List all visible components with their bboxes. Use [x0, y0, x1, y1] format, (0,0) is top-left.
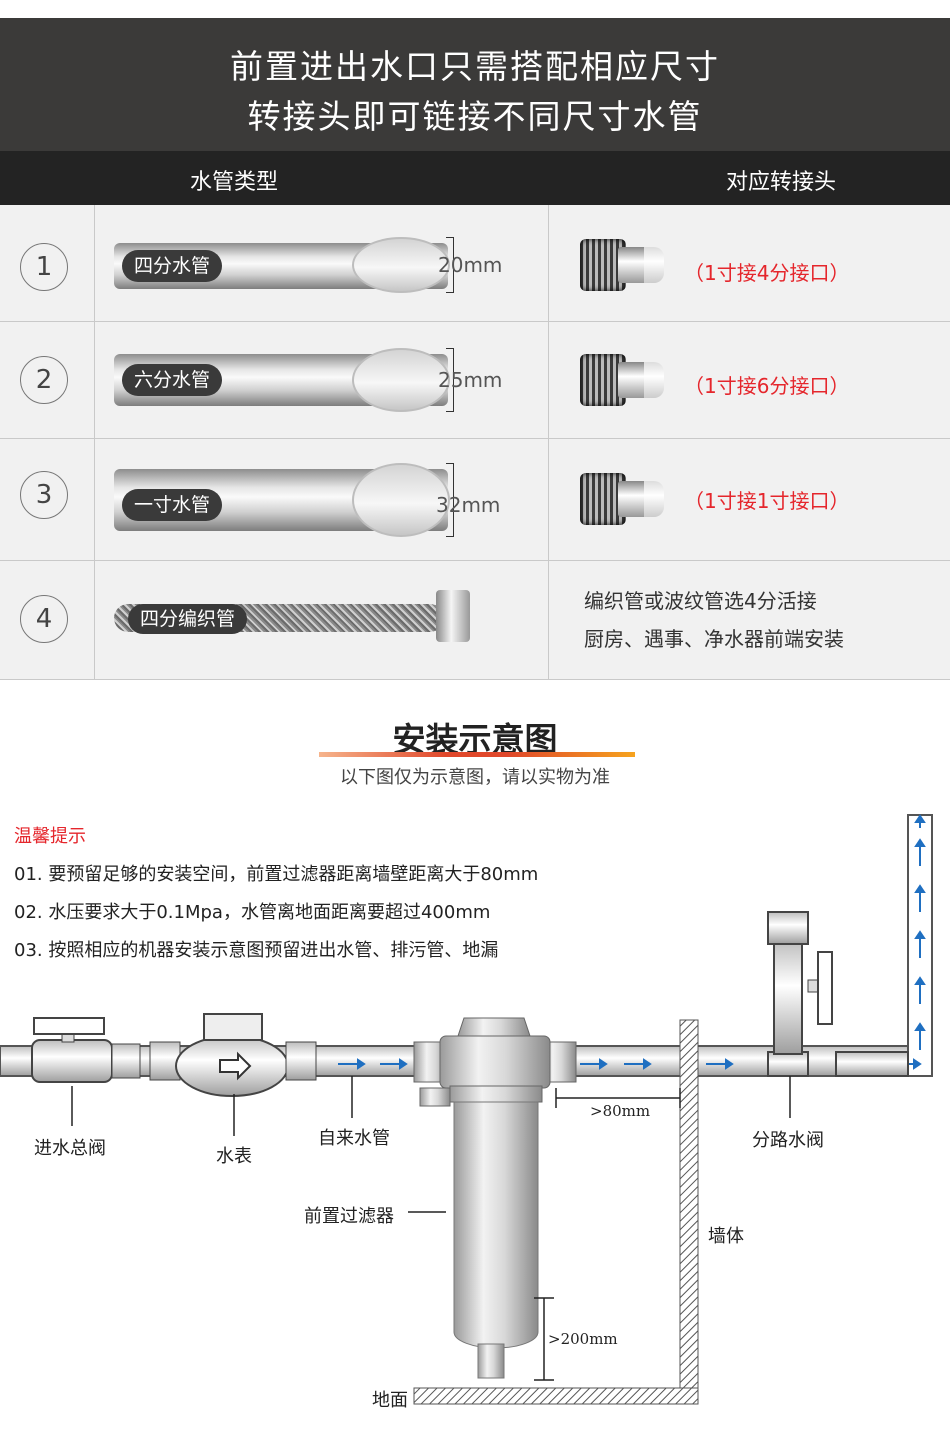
dimension-bracket — [446, 463, 454, 537]
main-valve-icon — [31, 1017, 141, 1083]
row-number: 2 — [20, 356, 68, 404]
install-subtitle: 以下图仅为示意图，请以实物为准 — [340, 767, 610, 788]
flow-arrows — [338, 814, 926, 1070]
adapter-spec: （1寸接4分接口） — [684, 261, 850, 285]
adapter-fitting-icon — [580, 473, 664, 525]
braided-hose-note-1: 编织管或波纹管选4分活接 — [584, 589, 817, 613]
pipe-label: 一寸水管 — [122, 489, 223, 521]
label-prefilter: 前置过滤器 — [304, 1206, 394, 1227]
row-number: 1 — [20, 243, 68, 291]
tip-1: 01. 要预留足够的安装空间，前置过滤器距离墙壁距离大于80mm — [14, 864, 539, 885]
header-adapter: 对应转接头 — [726, 170, 837, 195]
pipe-end-ellipse — [352, 237, 450, 293]
hero-banner: 前置进出水口只需搭配相应尺寸 转接头即可链接不同尺寸水管 — [0, 18, 950, 151]
table-row: 3 一寸水管 32mm （1寸接1寸接口） — [0, 439, 950, 561]
gap-wall-dimension — [555, 1088, 681, 1108]
adapter-fitting-icon — [580, 354, 664, 406]
pipe-dimension: 20mm — [438, 253, 503, 277]
dimension-bracket — [446, 348, 454, 412]
label-tap-pipe: 自来水管 — [318, 1128, 390, 1149]
pipe-label: 四分编织管 — [128, 604, 248, 634]
branch-valve-icon — [767, 911, 909, 1077]
hose-nut-icon — [436, 590, 470, 642]
title-underline — [319, 752, 635, 757]
adapter-spec: （1寸接6分接口） — [684, 374, 850, 398]
header-pipe-type: 水管类型 — [190, 170, 279, 195]
gap-floor-dimension — [534, 1297, 554, 1381]
table-row: 2 六分水管 25mm （1寸接6分接口） — [0, 322, 950, 439]
dimension-bracket — [446, 237, 454, 293]
label-branch-valve: 分路水阀 — [752, 1130, 824, 1151]
water-meter-icon — [149, 1013, 317, 1097]
table-header: 水管类型 对应转接头 — [0, 151, 950, 205]
adapter-spec: （1寸接1寸接口） — [684, 489, 850, 513]
hero-line-2: 转接头即可链接不同尺寸水管 — [247, 97, 703, 136]
braided-hose-note-2: 厨房、遇事、净水器前端安装 — [584, 627, 844, 651]
adapter-fitting-icon — [580, 239, 664, 291]
label-gap-floor: >200mm — [548, 1330, 618, 1348]
prefilter-unit-image — [413, 1017, 577, 1379]
label-water-meter: 水表 — [216, 1146, 252, 1167]
tip-2: 02. 水压要求大于0.1Mpa，水管离地面距离要超过400mm — [14, 902, 491, 923]
row-number: 4 — [20, 595, 68, 643]
table-row: 1 四分水管 20mm （1寸接4分接口） — [0, 205, 950, 322]
pipe-label: 四分水管 — [122, 250, 223, 282]
label-wall: 墙体 — [708, 1226, 744, 1247]
tips-heading: 温馨提示 — [14, 826, 86, 847]
floor-hatch — [413, 1387, 699, 1405]
wall-hatch — [679, 1019, 699, 1389]
hero-line-1: 前置进出水口只需搭配相应尺寸 — [230, 47, 720, 86]
label-gap-wall: >80mm — [590, 1102, 651, 1120]
row-number: 3 — [20, 471, 68, 519]
pipe-dimension: 32mm — [436, 493, 501, 517]
pipe-label: 六分水管 — [122, 364, 223, 396]
label-main-valve: 进水总阀 — [34, 1138, 106, 1159]
pipe-dimension: 25mm — [438, 368, 503, 392]
pipe-end-ellipse — [352, 463, 450, 537]
leader-lines — [71, 1076, 791, 1213]
pipe-end-ellipse — [352, 348, 450, 412]
label-floor: 地面 — [372, 1390, 408, 1411]
tip-3: 03. 按照相应的机器安装示意图预留进出水管、排污管、地漏 — [14, 940, 499, 961]
